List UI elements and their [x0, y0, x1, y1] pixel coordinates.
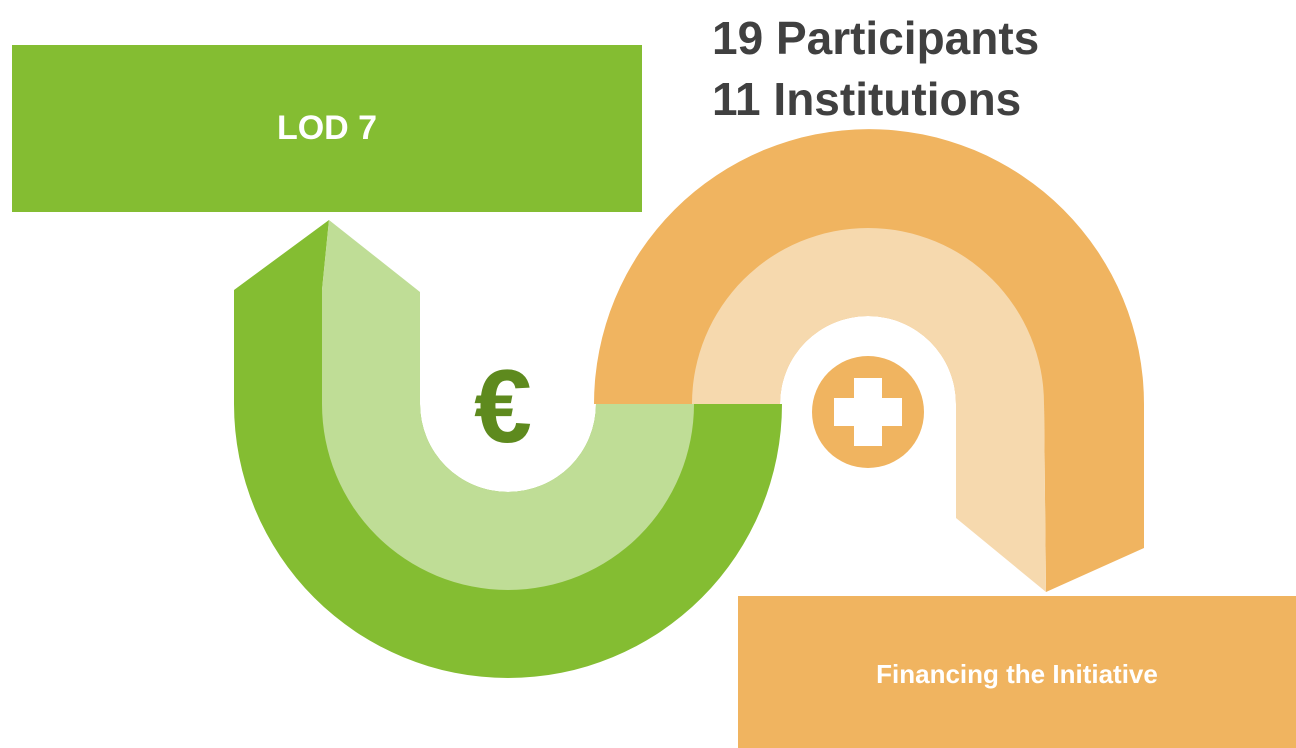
green-arrow-right — [322, 220, 420, 404]
lod-label: LOD 7 — [276, 109, 378, 147]
green-arrow-left — [234, 220, 329, 404]
plus-icon — [812, 356, 924, 468]
lod-box: LOD 7 — [12, 45, 642, 212]
orange-arrow-right — [1044, 404, 1144, 592]
green-u-inner — [322, 404, 694, 590]
financing-label: Financing the Initiative — [876, 658, 1158, 689]
institutions-count: 11 Institutions — [712, 73, 1022, 125]
financing-box: Financing the Initiative — [738, 596, 1296, 748]
stats-block: 19 Participants 11 Institutions — [712, 8, 1039, 130]
participants-count: 19 Participants — [712, 12, 1040, 64]
orange-arch-inner — [692, 228, 1044, 404]
orange-arrow-left — [956, 404, 1046, 592]
euro-icon: € — [474, 349, 532, 465]
